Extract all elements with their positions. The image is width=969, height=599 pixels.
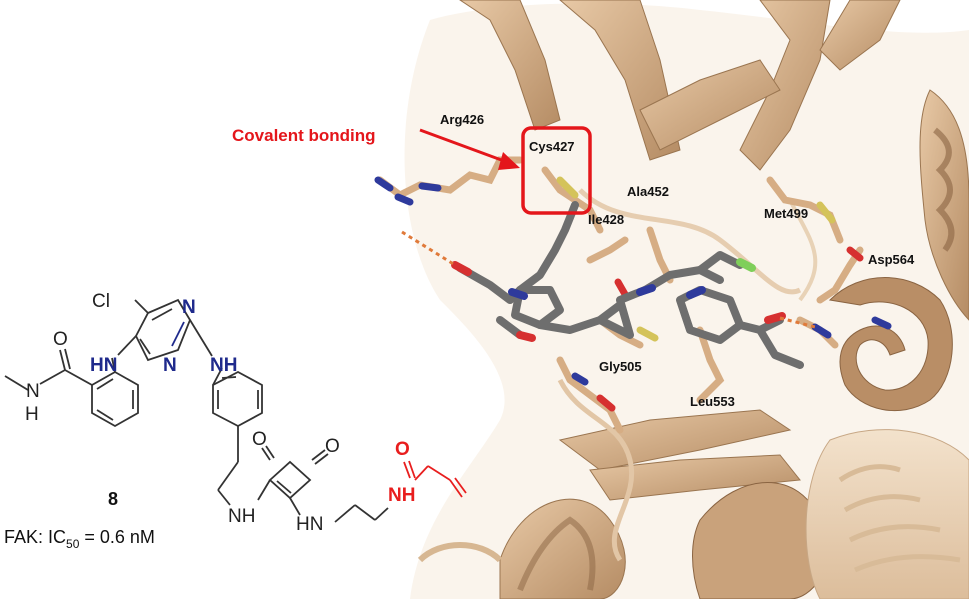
- atom-n-top: N: [182, 297, 196, 318]
- atom-h-amide: H: [25, 404, 39, 425]
- activity-suffix: = 0.6 nM: [79, 527, 155, 547]
- atom-o-squaramide-2: O: [325, 436, 340, 457]
- residue-label-leu553: Leu553: [690, 394, 735, 409]
- atom-nh-squaramide-1: NH: [228, 506, 255, 527]
- loop-3: [788, 199, 818, 302]
- helix-bottom-right-stripes: [838, 464, 961, 573]
- aniline-ring: [212, 370, 263, 428]
- ligand-heteroatoms: [451, 258, 786, 342]
- residue-label-arg426: Arg426: [440, 112, 484, 127]
- helix-right-stripe: [933, 127, 955, 252]
- atom-nh-right: NH: [210, 355, 237, 376]
- residue-label-ile428: Ile428: [588, 212, 624, 227]
- squaramide-ring: [268, 460, 312, 500]
- chem-labels: Cl N N HN NH O N H O O NH HN O NH: [25, 291, 415, 535]
- hydrogen-bonds: [401, 230, 816, 329]
- helix-bottom-left-stripe: [517, 516, 596, 592]
- atom-n-mid: N: [163, 355, 177, 376]
- activity-subscript: 50: [66, 537, 80, 551]
- residue-label-gly505: Gly505: [599, 359, 642, 374]
- protein-structure: Covalent bonding Arg426 Cys427 Ile428 Al…: [232, 0, 969, 599]
- callout-label: Covalent bonding: [232, 126, 376, 145]
- residue-label-cys427: Cys427: [529, 139, 575, 154]
- loop-1: [578, 188, 802, 295]
- beta-sheet-lower-2: [589, 454, 801, 501]
- sulfur-atoms: [556, 176, 836, 342]
- activity-prefix: FAK: IC: [4, 527, 66, 547]
- residue-label-asp564: Asp564: [868, 252, 915, 267]
- callout-arrowhead: [498, 152, 520, 170]
- atom-o-amide: O: [53, 329, 68, 350]
- ligand-sticks: [456, 201, 804, 369]
- atom-nh-acrylamide: NH: [388, 485, 415, 506]
- compound-number: 8: [108, 489, 118, 509]
- helix-asp564: [828, 277, 953, 412]
- residue-heteroatoms: [374, 176, 892, 412]
- loop-2: [557, 378, 635, 562]
- beta-sheet-top-right: [739, 0, 831, 171]
- benzamide-ring: [91, 370, 139, 428]
- callout-arrow: [419, 128, 516, 167]
- atom-hn-squaramide-2: HN: [296, 514, 323, 535]
- beta-sheet-top-left: [459, 0, 561, 131]
- residue-label-met499: Met499: [764, 206, 808, 221]
- atom-n-amide: N: [26, 381, 40, 402]
- helix-bottom-right: [805, 429, 969, 599]
- atom-hn-left: HN: [90, 355, 117, 376]
- loop-4: [417, 542, 503, 563]
- atom-o-acrylamide: O: [395, 439, 410, 460]
- beta-sheet-top-right-2: [819, 0, 901, 71]
- residue-label-ala452: Ala452: [627, 184, 669, 199]
- atom-cl: Cl: [92, 291, 110, 312]
- atom-o-squaramide-1: O: [252, 429, 267, 450]
- compound-activity: FAK: IC50 = 0.6 nM: [4, 527, 155, 551]
- chemical-structure: [4, 298, 467, 523]
- cys427-highlight-box: [521, 126, 592, 215]
- beta-sheet-mid: [639, 59, 781, 151]
